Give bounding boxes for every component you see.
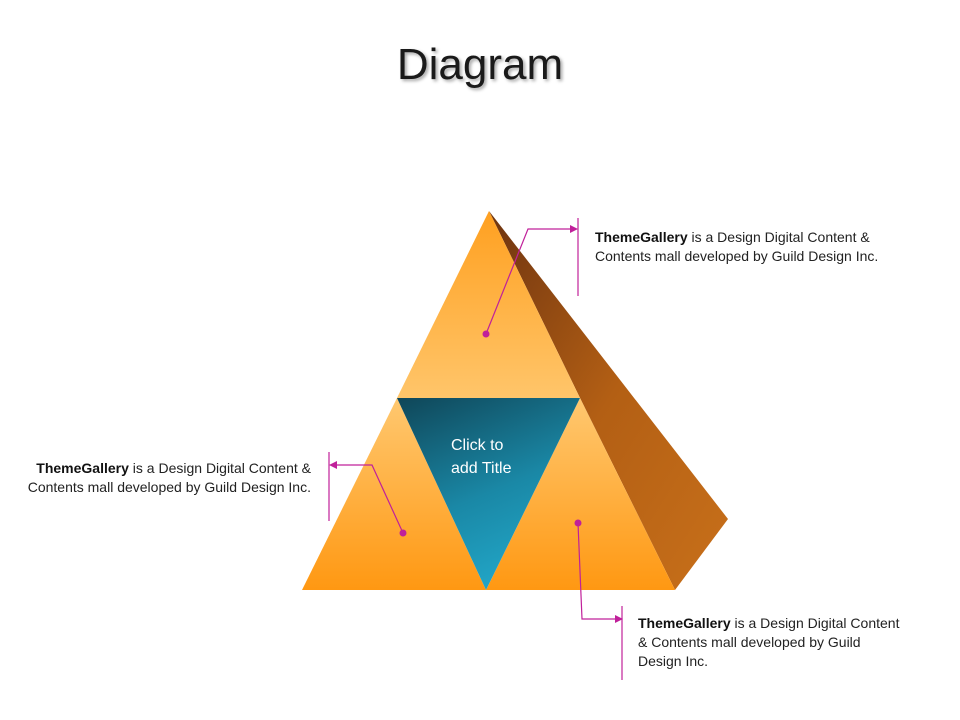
pyramid-left-segment[interactable] <box>302 398 486 590</box>
slide-title: Diagram <box>396 40 564 89</box>
callout-bottom-brand: ThemeGallery <box>638 615 731 631</box>
pyramid-top-segment[interactable] <box>397 211 580 398</box>
pyramid-side-face <box>489 211 728 590</box>
pyramid-right-segment[interactable] <box>486 398 675 590</box>
center-title-placeholder[interactable]: Click to add Title <box>451 434 561 480</box>
connector-left <box>329 461 407 537</box>
callout-left-brand: ThemeGallery <box>36 460 129 476</box>
callout-top-brand: ThemeGallery <box>595 229 688 245</box>
callout-top-body: is a Design Digital Content & Contents m… <box>595 229 879 264</box>
center-title-line2: add Title <box>451 460 512 477</box>
center-title-line1: Click to <box>451 437 504 454</box>
callout-bottom-text: ThemeGallery is a Design Digital Content… <box>638 614 908 671</box>
callout-left-text: ThemeGallery is a Design Digital Content… <box>20 459 311 497</box>
connector-bottom <box>574 519 623 623</box>
center-inverted-triangle[interactable] <box>397 398 580 590</box>
callout-top-text: ThemeGallery is a Design Digital Content… <box>595 228 895 266</box>
callout-left-body: is a Design Digital Content & Contents m… <box>27 460 311 495</box>
callout-bottom-body: is a Design Digital Content & Contents m… <box>638 615 900 669</box>
connector-top <box>482 225 578 338</box>
